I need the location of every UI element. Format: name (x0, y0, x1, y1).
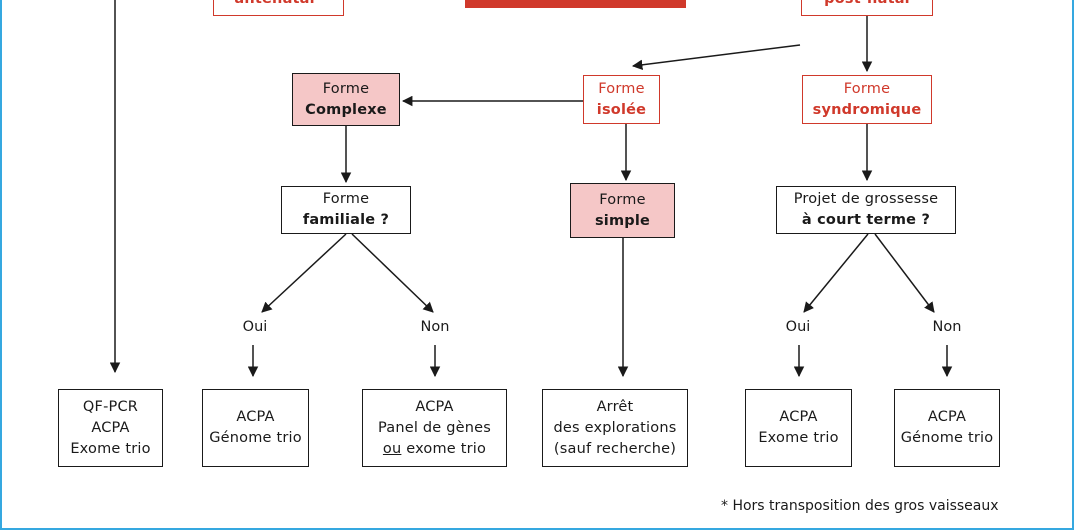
arrow-grossesse-to-oui (803, 233, 869, 313)
node-projet-grossesse: Projet de grossesse à court terme ? (776, 186, 956, 234)
node-acpa-genome-left: ACPA Génome trio (202, 389, 309, 467)
connector-arrows (109, 0, 953, 378)
arrow-familiale-to-oui (261, 233, 347, 313)
node-forme-familiale: Forme familiale ? (281, 186, 411, 234)
node-forme-complexe: Forme Complexe (292, 73, 400, 126)
node-arret-explorations: Arrêt des explorations (sauf recherche) (542, 389, 688, 467)
node-acpa-panel-exome: ACPA Panel de gènes ou exome trio (362, 389, 507, 467)
arrow-familiale-to-non (351, 233, 434, 313)
label-oui-left: Oui (242, 319, 268, 335)
arrow-grossesse-to-non (874, 233, 935, 313)
label-non-left: Non (420, 319, 450, 335)
label-non-right: Non (932, 319, 962, 335)
label-oui-right: Oui (785, 319, 811, 335)
arrow-postnatal-to-isolee (631, 44, 801, 71)
node-qfpcr-acpa-exome: QF-PCR ACPA Exome trio (58, 389, 163, 467)
node-red-banner (465, 0, 686, 8)
node-forme-simple: Forme simple (570, 183, 675, 238)
node-forme-syndromique: Forme syndromique (802, 75, 932, 124)
footnote: * Hors transposition des gros vaisseaux (721, 498, 999, 514)
node-acpa-exome-right: ACPA Exome trio (745, 389, 852, 467)
node-forme-isolee: Forme isolée (583, 75, 660, 124)
node-antenatal: antenatal* (213, 0, 344, 16)
node-postnatal: post-natal (801, 0, 933, 16)
node-acpa-genome-right: ACPA Génome trio (894, 389, 1000, 467)
